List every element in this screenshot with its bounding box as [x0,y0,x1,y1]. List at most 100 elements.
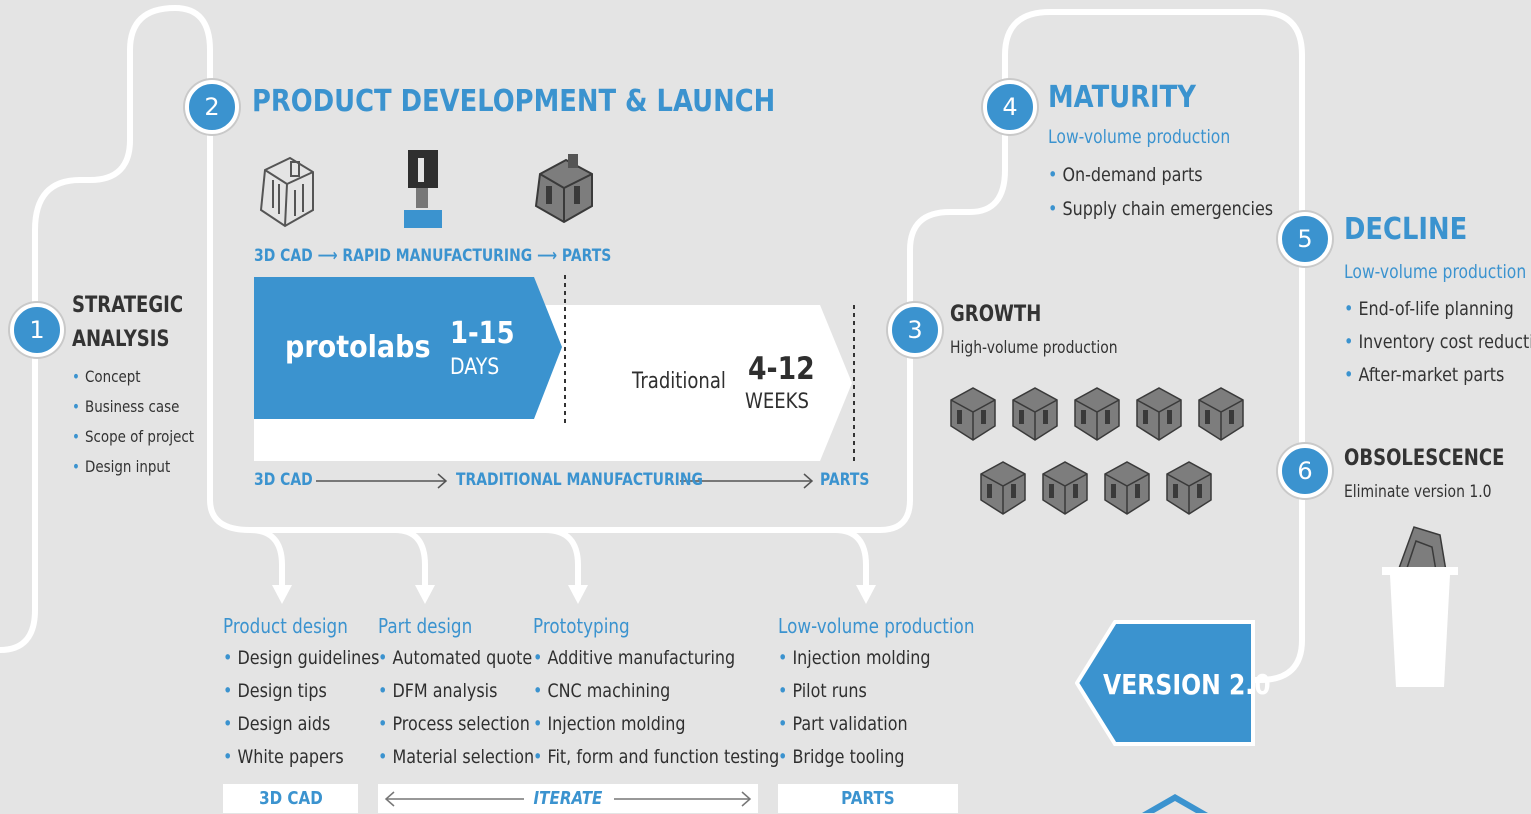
list-item: Process selection [378,708,534,741]
stage-4-title: MATURITY [1048,80,1196,115]
list-item: Business case [72,392,194,422]
part-icon [950,387,996,441]
footer-iterate-label: ITERATE [533,788,603,809]
list-item: White papers [223,741,379,774]
version-label: VERSION 2.0 [1103,668,1271,701]
stage-1-badge: 1 [10,303,64,357]
list-item: DFM analysis [378,675,534,708]
footer-parts-label: PARTS [841,788,895,809]
flow-top: 3D CAD ⟶ RAPID MANUFACTURING ⟶ PARTS [254,246,611,266]
column-list: Injection molding Pilot runs Part valida… [778,642,1012,774]
part-icon [1074,387,1120,441]
iterate-arrows [384,791,752,807]
protolabs-unit: DAYS [450,355,500,380]
list-item: Design guidelines [223,642,379,675]
stage-6-title: OBSOLESCENCE [1344,446,1505,471]
stage-1-title-line1: STRATEGIC [72,293,184,318]
column-list: Additive manufacturing CNC machining Inj… [533,642,826,774]
metal-part-icon [534,154,593,224]
column-list: Automated quote DFM analysis Process sel… [378,642,564,774]
flow-bottom-arrows [316,473,814,489]
list-item: Bridge tooling [778,741,974,774]
stage-4-subtitle: Low-volume production [1048,126,1231,148]
stage-5-badge: 5 [1278,212,1332,266]
cad-part-icon [259,156,314,228]
flow-bottom-parts: PARTS [820,470,870,490]
stage-6-subtitle: Eliminate version 1.0 [1344,482,1492,502]
list-item: Design aids [223,708,379,741]
column-prototyping: Prototyping Additive manufacturing CNC m… [533,614,826,774]
column-heading: Prototyping [533,614,630,638]
stage-2-title: PRODUCT DEVELOPMENT & LAUNCH [252,84,776,119]
part-icon [1166,461,1212,515]
stage-5-list: End-of-life planning Inventory cost redu… [1344,293,1531,392]
list-item: Pilot runs [778,675,974,708]
column-heading: Low-volume production [778,614,975,638]
stage-1-title: STRATEGIC ANALYSIS [72,289,183,357]
protolabs-logo: protolabs [285,330,431,365]
list-item: Injection molding [533,708,779,741]
stage-5-title: DECLINE [1344,212,1468,247]
part-icon [980,461,1026,515]
part-icon [1042,461,1088,515]
stage-3-badge: 3 [888,303,942,357]
list-item: Concept [72,362,194,392]
list-item: Part validation [778,708,974,741]
part-icon [1198,387,1244,441]
parts-grid [950,387,1244,515]
list-item: CNC machining [533,675,779,708]
stage-1-title-line2: ANALYSIS [72,327,170,352]
column-list: Design guidelines Design tips Design aid… [223,642,409,774]
footer-iterate-box: ITERATE [378,784,758,813]
stage-3-title: GROWTH [950,302,1042,327]
footer-cad-box: 3D CAD [223,784,358,813]
traditional-unit: WEEKS [745,389,809,413]
timeline-arrows [254,275,855,461]
column-heading: Product design [223,614,348,638]
stage-5-subtitle: Low-volume production [1344,261,1527,283]
traditional-time: 4-12 [748,351,815,387]
stage-2-badge: 2 [185,80,239,134]
protolabs-time: 1-15 [450,316,515,351]
list-item: After-market parts [1344,359,1531,392]
flow-top-rapid: RAPID MANUFACTURING [342,246,533,266]
column-product-design: Product design Design guidelines Design … [223,614,409,774]
part-icon [1104,461,1150,515]
stage-4-list: On-demand parts Supply chain emergencies [1048,158,1273,226]
list-item: Supply chain emergencies [1048,192,1273,226]
flow-top-cad: 3D CAD [254,246,313,266]
version-arrow-shape [1075,620,1255,746]
footer-parts-box: PARTS [778,784,958,813]
footer-cad-label: 3D CAD [258,788,323,809]
list-item: Design input [72,452,194,482]
list-item: Additive manufacturing [533,642,779,675]
list-item: Injection molding [778,642,974,675]
column-part-design: Part design Automated quote DFM analysis… [378,614,564,774]
column-low-volume-production: Low-volume production Injection molding … [778,614,1012,774]
flow-bottom-traditional: TRADITIONAL MANUFACTURING [456,470,703,490]
list-item: Fit, form and function testing [533,741,779,774]
flow-top-parts: PARTS [561,246,612,266]
list-item: Inventory cost reduction [1344,326,1531,359]
list-item: Material selection [378,741,534,774]
stage-1-list: Concept Business case Scope of project D… [72,362,194,482]
list-item: Scope of project [72,422,194,452]
arrow-right-icon: ⟶ [317,246,338,266]
cnc-mill-icon [404,150,442,228]
list-item: Automated quote [378,642,534,675]
traditional-label: Traditional [632,369,726,394]
list-item: Design tips [223,675,379,708]
flow-bottom-cad: 3D CAD [254,470,313,490]
part-icon [1012,387,1058,441]
part-icon [1136,387,1182,441]
trash-bin-icon [1382,526,1458,687]
list-item: On-demand parts [1048,158,1273,192]
stage-6-badge: 6 [1278,444,1332,498]
stage-4-badge: 4 [983,80,1037,134]
list-item: End-of-life planning [1344,293,1531,326]
stage-3-subtitle: High-volume production [950,338,1118,358]
column-heading: Part design [378,614,473,638]
arrow-right-icon: ⟶ [537,246,558,266]
home-icon [1142,794,1208,813]
